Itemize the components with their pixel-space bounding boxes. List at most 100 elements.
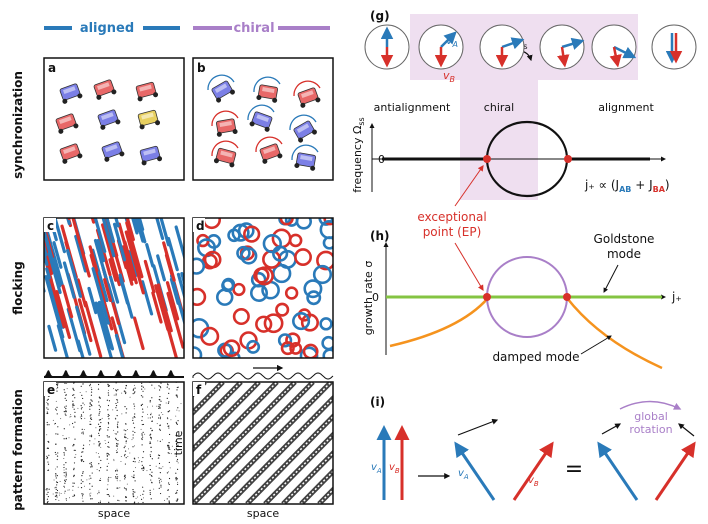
kymo-dot — [83, 460, 85, 463]
kymo-dot — [133, 405, 136, 407]
kymo-dot — [159, 424, 161, 427]
flock-streak — [165, 281, 180, 321]
kymo-dot — [106, 488, 108, 490]
kymo-dot — [115, 445, 117, 447]
robot-wheel — [100, 124, 106, 130]
kymo-dot — [46, 424, 48, 426]
kymo-dot — [166, 397, 168, 399]
kymo-dot — [177, 462, 179, 464]
kymo-dot — [113, 388, 115, 390]
kymo-dot — [89, 415, 91, 417]
kymo-dot — [125, 412, 127, 414]
kymo-dot — [124, 445, 126, 447]
kymo-dot — [113, 429, 115, 431]
kymo-dot — [89, 483, 91, 485]
kymo-dot — [89, 421, 91, 423]
robot-panel — [96, 82, 110, 91]
kymo-dot — [99, 442, 101, 444]
kymo-dot — [150, 433, 152, 435]
kymo-dot — [126, 408, 128, 410]
kymo-dot — [73, 462, 76, 464]
robot-panel — [62, 146, 76, 155]
kymo-dot — [107, 392, 109, 394]
kymo-dot — [166, 383, 169, 385]
flock-streak — [162, 241, 176, 282]
kymo-dot — [90, 417, 92, 419]
kymo-dot — [168, 461, 170, 464]
kymo-dot — [63, 467, 65, 469]
h-ylabel: growth rate σ — [362, 261, 375, 336]
flock-streak — [44, 230, 62, 288]
flock-streak — [112, 222, 127, 262]
kymo-dot — [75, 449, 77, 451]
kymo-dot — [175, 500, 177, 502]
flock-ring — [263, 313, 284, 334]
kymo-dot — [168, 500, 170, 502]
kymo-dot — [107, 385, 110, 387]
kymo-dot — [81, 475, 83, 477]
kymo-dot — [100, 421, 102, 424]
rotation-arc — [211, 110, 239, 127]
kymo-dot — [63, 454, 65, 456]
kymo-dot — [141, 444, 143, 446]
kymo-dot — [64, 482, 66, 484]
arrow-vA-right — [597, 441, 639, 501]
kymo-dot — [134, 391, 136, 393]
kymo-dot — [150, 479, 152, 481]
kymo-stripe-inner — [210, 382, 332, 504]
flock-streak — [156, 254, 166, 282]
robot-wheel — [310, 165, 316, 171]
kymo-dot — [107, 413, 109, 416]
kymo-dot — [124, 433, 126, 435]
robot-wheel — [264, 126, 270, 132]
kymo-dot — [45, 489, 47, 491]
label-vA: vA — [446, 34, 458, 49]
flock-ring — [284, 286, 299, 300]
flock-streak — [75, 305, 92, 356]
kymo-dot — [153, 488, 155, 490]
kymo-dot — [63, 389, 65, 391]
robot-wheel — [315, 97, 321, 103]
region-antialignment: antialignment — [374, 101, 451, 114]
panel-c: c — [43, 217, 185, 359]
kymo-dot — [81, 451, 83, 453]
kymo-dot — [117, 443, 119, 445]
kymo-dot — [167, 471, 169, 473]
kymo-dot — [106, 493, 108, 496]
kymo-dot — [175, 421, 177, 424]
kymo-dot — [65, 399, 67, 402]
kymo-dot — [175, 472, 177, 474]
kymo-dot — [83, 444, 85, 446]
kymo-dot — [165, 402, 167, 404]
kymo-dot — [90, 391, 93, 393]
kymo-dot — [168, 392, 170, 394]
kymo-dot — [90, 436, 93, 438]
flock-ring — [319, 317, 333, 331]
arrow-vB-right — [654, 441, 696, 501]
kymo-dot — [177, 444, 179, 446]
kymo-dot — [56, 481, 59, 484]
kymo-dot — [68, 437, 70, 439]
kymo-dot — [117, 431, 119, 433]
kymo-dot — [113, 495, 115, 497]
kymo-dot — [52, 493, 54, 495]
kymo-dot — [160, 484, 162, 486]
kymo-dot — [124, 463, 126, 465]
flock-streak — [124, 218, 129, 224]
kymo-dot — [176, 389, 178, 391]
kymo-dot — [107, 494, 110, 496]
kymo-dot — [115, 407, 117, 409]
robot — [97, 109, 121, 130]
panel-letter-f: f — [196, 383, 202, 397]
kymo-dot — [91, 498, 93, 500]
kymo-dot — [176, 483, 179, 485]
flock-ring — [322, 236, 333, 250]
flock-streak — [159, 218, 171, 247]
kymo-dot — [116, 470, 119, 472]
kymo-dot — [46, 502, 49, 504]
kymo-dot — [158, 428, 161, 430]
robot-panel — [214, 83, 228, 93]
kymo-dot — [115, 470, 117, 472]
kymo-dot — [115, 434, 117, 436]
kymo-dot — [98, 445, 100, 447]
